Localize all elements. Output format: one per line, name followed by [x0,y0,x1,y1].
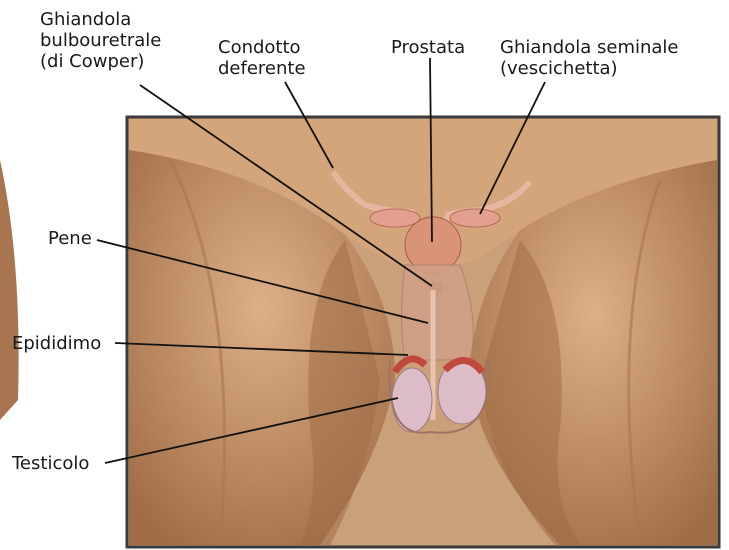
label-line: Pene [48,228,92,249]
label-penis: Pene [48,228,92,249]
left-edge-figure [0,160,19,420]
label-line: Condotto [218,37,306,58]
label-line: Testicolo [12,453,89,474]
label-line: Ghiandola seminale [500,37,679,58]
label-line: Ghiandola [40,9,161,30]
label-epididymis: Epididimo [12,333,101,354]
label-line: bulbouretrale [40,30,161,51]
label-vas-deferens: Condotto deferente [218,37,306,79]
label-seminal-vesicle: Ghiandola seminale (vescichetta) [500,37,679,79]
label-prostate: Prostata [391,37,465,58]
testis-left [392,368,432,432]
label-line: Epididimo [12,333,101,354]
seminal-vesicle-left [370,209,420,227]
label-bulbouretral-gland: Ghiandola bulbouretrale (di Cowper) [40,9,161,72]
label-testis: Testicolo [12,453,89,474]
penis-shape [402,265,474,360]
label-line: Prostata [391,37,465,58]
label-line: deferente [218,58,306,79]
seminal-vesicle-right [450,209,500,227]
label-line: (vescichetta) [500,58,679,79]
label-line: (di Cowper) [40,51,161,72]
